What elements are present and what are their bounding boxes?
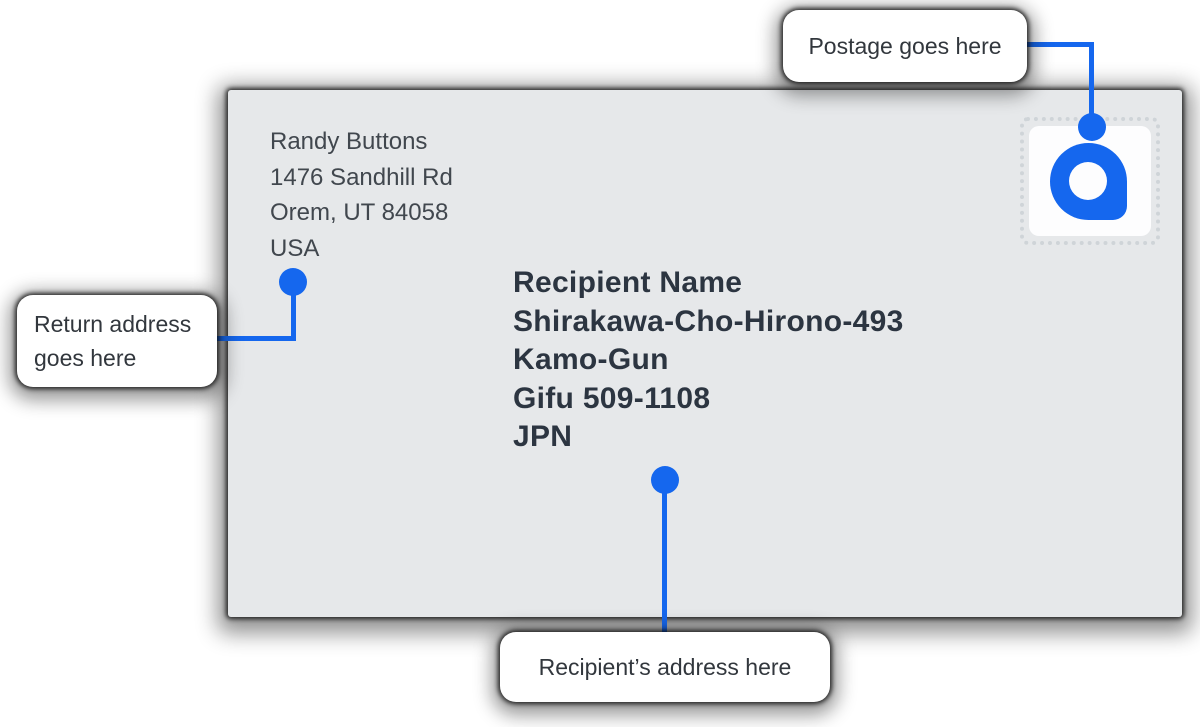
return-address-callout: Return address goes here [17, 295, 217, 387]
recipient-address-line: Kamo-Gun [513, 343, 669, 377]
postage-connector-vertical [1089, 42, 1094, 122]
return-address-line: USA [270, 234, 320, 262]
return-connector-vertical [291, 283, 296, 341]
recipient-address-line: Shirakawa-Cho-Hirono-493 [513, 304, 904, 338]
postage-anchor-dot [1078, 113, 1106, 141]
return-address-callout-label: Return address goes here [34, 311, 192, 371]
recipient-connector-vertical [662, 480, 667, 636]
recipient-address-line: JPN [513, 420, 573, 454]
location-pin-logo-hole [1069, 162, 1107, 200]
postage-callout: Postage goes here [783, 10, 1027, 82]
return-address-line: Orem, UT 84058 [270, 199, 449, 226]
envelope: Randy Buttons 1476 Sandhill Rd Orem, UT … [228, 90, 1182, 617]
return-address-line: Randy Buttons [270, 128, 428, 155]
recipient-address-line: Gifu 509-1108 [513, 381, 711, 415]
return-address-block: Randy Buttons 1476 Sandhill Rd Orem, UT … [270, 124, 453, 266]
postage-stamp [1020, 117, 1160, 245]
recipient-address-block: Recipient Name Shirakawa-Cho-Hirono-493 … [513, 264, 904, 457]
postage-connector-horizontal [1025, 42, 1094, 47]
location-pin-logo-icon [1050, 143, 1127, 220]
recipient-address-line: Recipient Name [513, 266, 743, 299]
postage-callout-label: Postage goes here [808, 32, 1002, 59]
return-anchor-dot [279, 268, 307, 296]
return-connector-horizontal [217, 336, 296, 341]
recipient-anchor-dot [651, 466, 679, 494]
return-address-line: 1476 Sandhill Rd [270, 163, 453, 191]
recipient-address-callout: Recipient’s address here [500, 632, 830, 702]
recipient-address-callout-label: Recipient’s address here [538, 653, 792, 680]
postage-stamp-inner [1029, 126, 1151, 236]
